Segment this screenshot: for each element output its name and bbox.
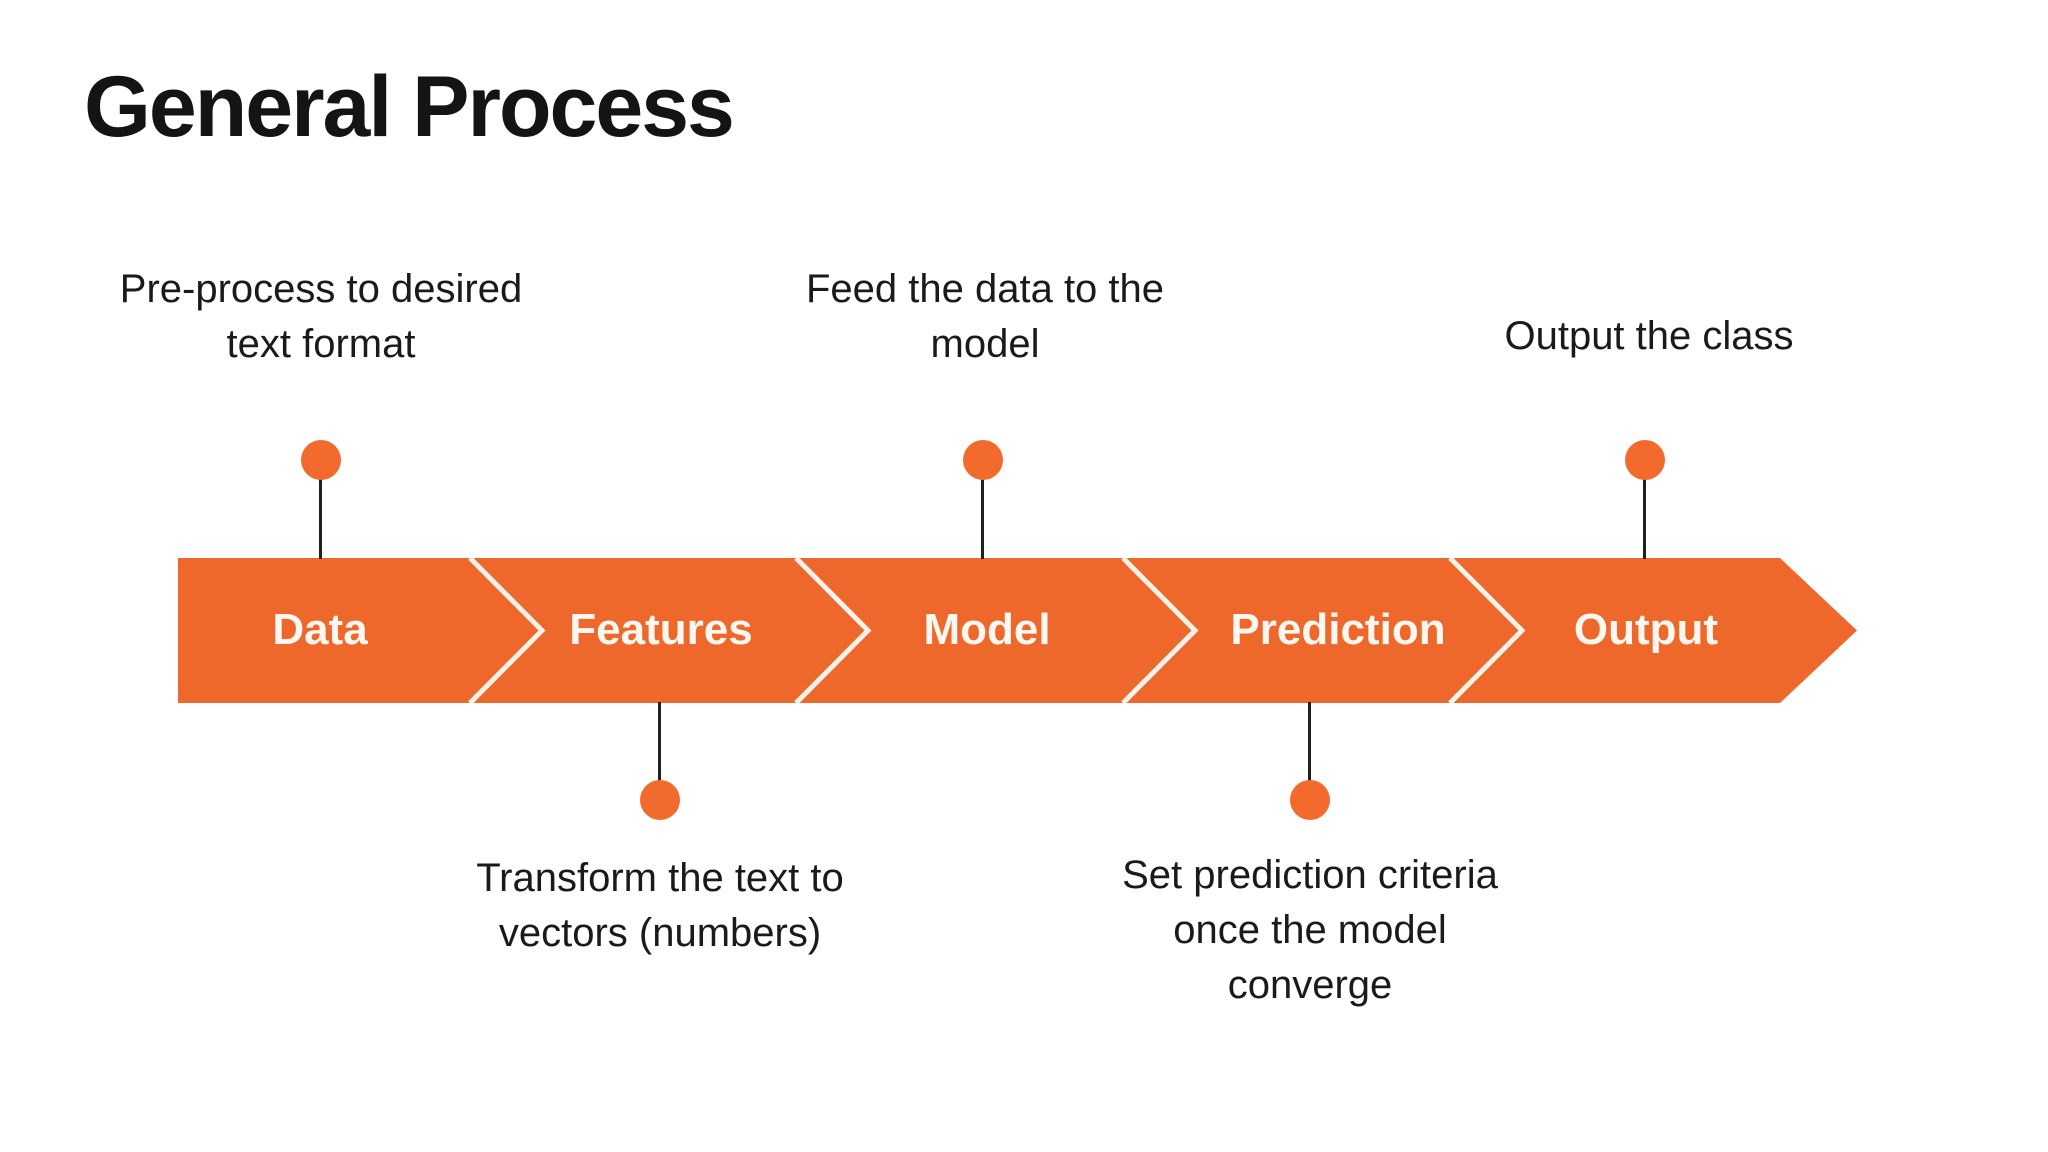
chevron-separator-icon [794, 558, 872, 703]
connector-line [981, 477, 984, 559]
connector-dot [1625, 440, 1665, 480]
chevron-separator-icon [1448, 558, 1526, 703]
step-annotation: Feed the data to the model [805, 267, 1165, 366]
step-label: Prediction [1230, 605, 1446, 654]
step-label: Data [272, 605, 368, 654]
chevron-separator-icon [1121, 558, 1199, 703]
connector-line [1643, 477, 1646, 559]
step-label: Output [1573, 605, 1719, 654]
step-annotation: Pre-process to desired text format [119, 267, 523, 366]
chevron-separator-icon [468, 558, 546, 703]
connector-dot [640, 780, 680, 820]
arrow-body [178, 558, 1857, 703]
step-annotation: Set prediction criteria once the model c… [1122, 853, 1498, 1007]
connector-dot [1290, 780, 1330, 820]
connector-line [658, 702, 661, 781]
step-label: Model [923, 605, 1051, 654]
process-arrow-band [178, 558, 1857, 703]
connector-dot [963, 440, 1003, 480]
step-annotation: Output the class [1504, 314, 1794, 358]
connector-line [319, 477, 322, 559]
step-annotation: Transform the text to vectors (numbers) [476, 856, 844, 955]
slide-title: General Process [84, 59, 735, 155]
step-label: Features [569, 605, 753, 654]
connector-line [1308, 702, 1311, 781]
connector-dot [301, 440, 341, 480]
